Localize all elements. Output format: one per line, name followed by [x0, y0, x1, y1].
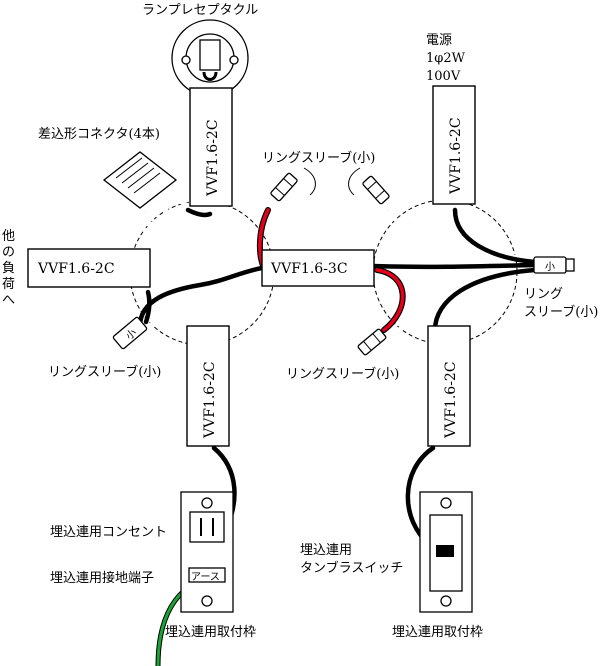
lamp-receptacle[interactable] [171, 19, 249, 97]
label-power-voltage: 100V [426, 69, 461, 84]
switch-device[interactable] [419, 491, 473, 613]
label-other-load-5: へ [2, 293, 15, 308]
label-sleeve-right-1: リング [524, 287, 563, 302]
cable-switch-label: VVF1.6-2C [443, 361, 459, 439]
label-ground-terminal: 埋込連用接地端子 [50, 570, 154, 586]
label-outlet: 埋込連用コンセント [50, 525, 167, 540]
ring-sleeve-top-right[interactable] [362, 175, 390, 205]
push-in-connector[interactable] [102, 151, 178, 209]
label-sleeve-right-2: スリーブ(小) [524, 304, 598, 320]
outlet-device[interactable]: アース [180, 491, 234, 613]
label-sleeve-left: リングスリーブ(小) [48, 364, 161, 380]
label-lamp-receptacle: ランプレセプタクル [142, 3, 258, 18]
label-frame-left: 埋込連用取付枠 [165, 625, 256, 640]
ring-sleeve-right[interactable]: 小 [533, 256, 575, 274]
cable-switch: VVF1.6-2C [427, 325, 471, 447]
label-other-load-1: 他 [2, 229, 15, 244]
label-other-load-2: の [2, 245, 15, 260]
cable-power: VVF1.6-2C [432, 85, 476, 205]
ring-sleeve-right-mark: 小 [545, 261, 555, 273]
cable-power-label: VVF1.6-2C [448, 117, 464, 195]
label-other-load-4: 荷 [2, 277, 15, 292]
ring-sleeve-mid[interactable] [357, 328, 387, 356]
cable-outlet-label: VVF1.6-2C [202, 361, 218, 439]
arrow-sleeve-top [303, 167, 316, 196]
cable-outlet: VVF1.6-2C [186, 325, 230, 447]
label-switch-1: 埋込連用 [300, 543, 352, 558]
label-power-title: 電源 [426, 33, 452, 48]
label-frame-right: 埋込連用取付枠 [392, 625, 483, 640]
cable-load-label: VVF1.6-2C [37, 261, 115, 277]
label-push-connector: 差込形コネクタ(4本) [38, 127, 160, 142]
cable-center: VVF1.6-3C [261, 249, 375, 287]
label-sleeve-top: リングスリーブ(小) [262, 150, 375, 166]
cable-center-label: VVF1.6-3C [270, 261, 348, 277]
label-switch-2: タンブラスイッチ [300, 560, 403, 576]
cable-load: VVF1.6-2C [27, 248, 151, 288]
label-other-load-3: 負 [2, 261, 15, 276]
label-power-phase: 1φ2W [426, 51, 466, 66]
label-sleeve-mid: リングスリーブ(小) [286, 366, 399, 382]
cable-lamp: VVF1.6-2C [189, 87, 233, 207]
cable-lamp-label: VVF1.6-2C [205, 119, 221, 197]
arrow-sleeve-top-right [348, 167, 361, 196]
ring-sleeve-left[interactable]: 小 [112, 316, 148, 350]
earth-mark: アース [191, 572, 220, 583]
ring-sleeve-top[interactable] [270, 172, 298, 202]
